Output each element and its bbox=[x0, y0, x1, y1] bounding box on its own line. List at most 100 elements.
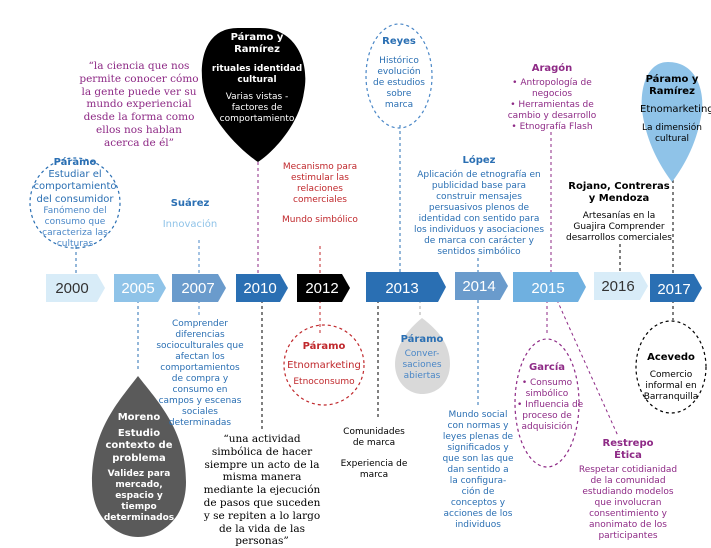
paramo-ramirez-2010-author: Ramírez bbox=[234, 44, 280, 56]
suarez-author: Suárez bbox=[170, 198, 210, 209]
paramo-2013-block: Páramo Conver- saciones abiertas bbox=[396, 334, 448, 382]
mundo-social-block: Mundo social con normas y leyes plenas d… bbox=[432, 410, 524, 531]
lopez-line: identidad con sentido para bbox=[418, 214, 540, 225]
year-arrow-2010 bbox=[236, 274, 288, 302]
moreno-block: Moreno Estudio contexto de problema Vali… bbox=[96, 412, 182, 524]
moreno-title: Estudio bbox=[117, 428, 161, 440]
year-arrow-2016 bbox=[594, 272, 648, 300]
mundo-line: que son las que bbox=[442, 453, 514, 464]
reyes-ellipse bbox=[365, 23, 433, 129]
paramo-2000-sub: Fanómeno del bbox=[43, 205, 107, 216]
mecanismo-line: Mundo simbólico bbox=[282, 214, 358, 225]
garcia-line: • Influencia de bbox=[517, 400, 584, 411]
acevedo-line: informal en bbox=[645, 381, 697, 392]
restrepo-line: estudiando modelos bbox=[582, 487, 674, 498]
reyes-author: Reyes bbox=[382, 36, 416, 47]
year-2007: 2007 bbox=[181, 280, 214, 297]
reyes-line: de estudios bbox=[373, 78, 425, 89]
lopez-line: persuasivos plenos de bbox=[428, 203, 530, 214]
paramo-ramirez-2017-drop bbox=[641, 62, 703, 182]
lopez-line: publicidad base para bbox=[431, 181, 527, 192]
year-2017: 2017 bbox=[657, 281, 690, 298]
restrepo-line: participantes bbox=[598, 531, 658, 542]
year-arrow-2012 bbox=[297, 274, 350, 302]
mundo-line: con normas y bbox=[447, 420, 509, 431]
paramo-ramirez-2010-title: cultural bbox=[237, 75, 277, 86]
lopez-line: de marca con carácter y bbox=[424, 236, 534, 246]
aragon-line: negocios bbox=[531, 89, 573, 100]
year-arrow-2017 bbox=[650, 274, 702, 302]
quote-bottom: “una actividad simbólica de hacer siempr… bbox=[203, 433, 321, 548]
mundo-line: Mundo social bbox=[448, 410, 508, 420]
lopez-line: construir mensajes bbox=[436, 192, 522, 203]
year-arrow-2005 bbox=[114, 274, 166, 302]
paramo-ramirez-2017-block: Páramo y Ramírez Etnomarketing La dimens… bbox=[640, 74, 711, 145]
lopez-line: Aplicación de etnografía en bbox=[417, 170, 541, 181]
mundo-line: acciones de los bbox=[443, 508, 513, 519]
moreno-title: problema bbox=[112, 452, 166, 464]
suarez-line: de compra y bbox=[171, 373, 229, 384]
year-arrow-2013 bbox=[366, 272, 446, 302]
mundo-line: la configura- bbox=[449, 475, 507, 486]
garcia-line: proceso de bbox=[522, 411, 572, 422]
mundo-line: leyes plenas de bbox=[442, 431, 514, 442]
comunidades-line: marca bbox=[359, 469, 389, 480]
mundo-line: conceptos y bbox=[450, 497, 506, 508]
rojano-block: Rojano, Contreras y Mendoza Artesanías e… bbox=[560, 181, 678, 244]
paramo-2000-sub: culturas bbox=[56, 238, 94, 249]
restrepo-author: Restrepo bbox=[602, 438, 654, 449]
year-2012: 2012 bbox=[305, 280, 338, 297]
mundo-line: individuos bbox=[455, 519, 501, 530]
moreno-sub: mercado, bbox=[115, 479, 163, 490]
lopez-line: sentidos simbólico bbox=[437, 246, 521, 257]
paramo-ramirez-2010-title: rituales identidad bbox=[211, 64, 303, 75]
restrepo-line: que involucran bbox=[594, 498, 662, 509]
acevedo-author: Acevedo bbox=[647, 352, 695, 363]
restrepo-block: Restrepo Ética Respetar cotidianidad de … bbox=[570, 438, 686, 542]
restrepo-line: de la comunidad bbox=[590, 476, 666, 487]
restrepo-title: Ética bbox=[614, 450, 642, 462]
suarez-line: socioculturales que bbox=[156, 340, 244, 351]
rojano-author: y Mendoza bbox=[588, 193, 650, 205]
garcia-author: García bbox=[529, 362, 565, 373]
year-arrow-2007 bbox=[172, 274, 226, 302]
aragon-line: • Antropología de bbox=[512, 78, 592, 89]
suarez-line: determinadas bbox=[168, 417, 232, 428]
suarez-description: Comprender diferencias socioculturales q… bbox=[148, 319, 252, 429]
aragon-block: Aragón • Antropología de negocios • Herr… bbox=[506, 63, 598, 133]
suarez-line: sociales bbox=[182, 406, 218, 417]
year-2005: 2005 bbox=[121, 280, 154, 297]
year-2010: 2010 bbox=[243, 280, 276, 297]
moreno-sub: determinados bbox=[103, 512, 175, 523]
paramo-ramirez-2010-author: Páramo y bbox=[230, 32, 284, 43]
paramo-ramirez-2010-sub: comportamiento bbox=[219, 114, 295, 125]
aragon-line: • Etnografía Flash bbox=[511, 122, 593, 133]
paramo-2000-block: Páramo Estudiar el comportamiento del co… bbox=[20, 157, 130, 250]
paramo-2013-line: Conver- bbox=[404, 349, 440, 360]
lopez-block: López Aplicación de etnografía en public… bbox=[414, 155, 544, 258]
mecanismo-line: comerciales bbox=[293, 194, 347, 205]
reyes-line: marca bbox=[384, 100, 414, 111]
paramo-ramirez-2010-block: Páramo y Ramírez rituales identidad cult… bbox=[208, 32, 306, 125]
paramo-ramirez-2017-author: Páramo y bbox=[645, 74, 699, 85]
moreno-sub: Validez para bbox=[107, 468, 171, 479]
mecanismo-line: relaciones bbox=[297, 183, 343, 194]
comunidades-block: Comunidades de marca Experiencia de marc… bbox=[336, 427, 412, 481]
mundo-line: significados y bbox=[447, 442, 509, 453]
paramo-ramirez-2017-author: Ramírez bbox=[649, 86, 695, 98]
year-2016: 2016 bbox=[601, 278, 634, 295]
paramo-2000-line: del consumidor bbox=[36, 193, 114, 205]
acevedo-block: Acevedo Comercio informal en Barranquill… bbox=[637, 352, 705, 403]
lopez-author: López bbox=[462, 155, 496, 166]
moreno-sub: espacio y bbox=[115, 490, 163, 501]
suarez-line: consumo en bbox=[172, 384, 228, 395]
reyes-block: Reyes Histórico evolución de estudios so… bbox=[368, 36, 430, 111]
paramo-ramirez-2017-sub: La dimensión bbox=[641, 122, 702, 133]
paramo-2012-sub: Etnoconsumo bbox=[293, 377, 355, 388]
paramo-2012-title: Etnomarketing bbox=[287, 360, 361, 372]
connector-restrepo bbox=[556, 299, 619, 437]
paramo-2013-line: abiertas bbox=[403, 371, 441, 382]
lopez-line: los individuos y asociaciones bbox=[414, 225, 545, 236]
garcia-line: simbólico bbox=[525, 389, 569, 400]
suarez-line: diferencias bbox=[175, 329, 225, 340]
